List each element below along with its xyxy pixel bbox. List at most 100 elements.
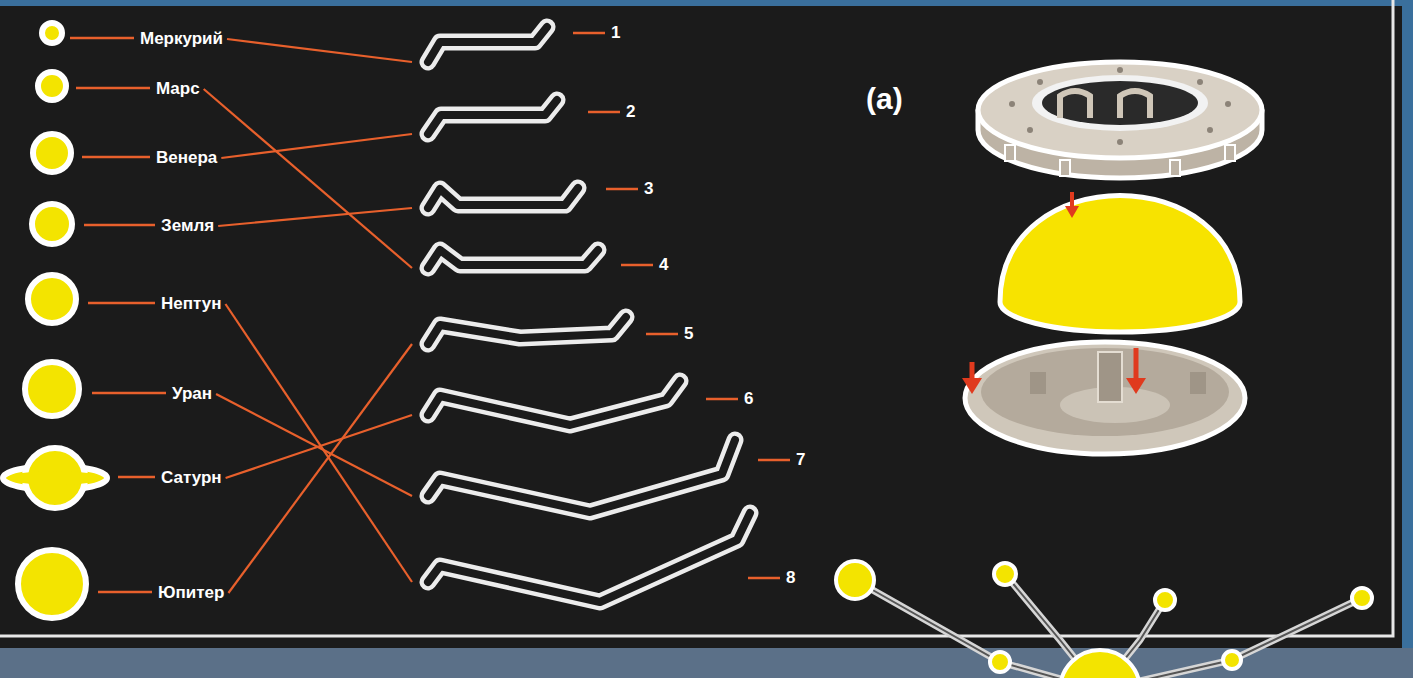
planet-label: Меркурий bbox=[140, 29, 223, 48]
leader-line bbox=[88, 302, 155, 305]
uranus-circle bbox=[25, 362, 79, 416]
callout-leader bbox=[646, 333, 678, 336]
red-arrow bbox=[1070, 192, 1074, 208]
planet-name: Меркурий bbox=[140, 28, 223, 50]
figure-label: (a) bbox=[866, 82, 903, 116]
frame-line bbox=[0, 0, 1393, 636]
ring-inner bbox=[1032, 75, 1208, 131]
rod-outline bbox=[428, 250, 598, 268]
wire-rod: 8 bbox=[412, 499, 814, 616]
base-inner bbox=[981, 348, 1229, 436]
planet-name: Марс bbox=[156, 78, 200, 100]
rod-inner bbox=[428, 513, 750, 602]
sun-hemisphere bbox=[1000, 196, 1240, 333]
wire-rod: 2 bbox=[412, 86, 654, 148]
rod-inner bbox=[428, 27, 547, 62]
red-arrow-head bbox=[1126, 378, 1146, 394]
connector-line bbox=[218, 208, 412, 226]
callout-number: 8 bbox=[786, 567, 795, 589]
connector-line bbox=[226, 415, 412, 478]
planet-name: Земля bbox=[161, 215, 214, 237]
leader-line bbox=[82, 156, 150, 159]
callout-number: 2 bbox=[626, 101, 635, 123]
planet-label: Марс bbox=[156, 79, 200, 98]
planet-name: Нептун bbox=[161, 293, 221, 315]
callout-leader bbox=[621, 264, 653, 267]
planet-name: Уран bbox=[172, 383, 212, 405]
leader-line bbox=[84, 224, 155, 227]
leader-line bbox=[92, 392, 166, 395]
leader-line bbox=[76, 87, 150, 90]
wire-rod: 6 bbox=[412, 367, 772, 439]
callout-number: 7 bbox=[796, 449, 805, 471]
planet-label: Нептун bbox=[161, 294, 221, 313]
planet-label: Венера bbox=[156, 148, 217, 167]
connector-line bbox=[216, 394, 412, 496]
mars-circle bbox=[38, 72, 66, 100]
ring-legs bbox=[1005, 145, 1235, 176]
callout-leader bbox=[758, 459, 790, 462]
planet-name: Венера bbox=[156, 147, 217, 169]
base-pin bbox=[1190, 372, 1206, 394]
rod-inner bbox=[428, 188, 578, 208]
planet-circles bbox=[3, 23, 107, 618]
base-plate bbox=[965, 342, 1245, 454]
planet-label: Юпитер bbox=[158, 583, 224, 602]
callout-number: 1 bbox=[611, 22, 620, 44]
rod-inner bbox=[428, 100, 557, 134]
base-pin bbox=[1030, 372, 1046, 394]
connector-line bbox=[204, 89, 412, 268]
connector-line bbox=[221, 134, 412, 158]
top-ring bbox=[978, 62, 1262, 158]
rod-shape bbox=[412, 426, 824, 526]
callout-leader bbox=[588, 111, 620, 114]
neptune-circle bbox=[28, 275, 76, 323]
rod-shape bbox=[412, 163, 672, 222]
planet-label: Земля bbox=[161, 216, 214, 235]
red-arrow-head bbox=[1065, 206, 1079, 218]
earth-circle bbox=[32, 204, 72, 244]
rod-shape bbox=[412, 236, 687, 291]
rod-shape bbox=[412, 303, 712, 360]
jupiter-circle bbox=[18, 550, 86, 618]
rod-inner bbox=[428, 440, 735, 512]
rod-outline bbox=[428, 440, 735, 512]
planet-name: Юпитер bbox=[158, 582, 224, 604]
connector-line bbox=[227, 39, 412, 62]
rod-outline bbox=[428, 27, 547, 62]
rod-outline bbox=[428, 188, 578, 208]
callout-leader bbox=[706, 398, 738, 401]
panel bbox=[0, 6, 1402, 648]
callout-leader bbox=[573, 32, 605, 35]
sun-arms bbox=[836, 561, 1372, 678]
wire-rod: 1 bbox=[412, 7, 639, 76]
rod-outline bbox=[428, 317, 626, 344]
wire-rod: 3 bbox=[412, 163, 672, 222]
red-arrow bbox=[1134, 348, 1139, 380]
rod-shape bbox=[412, 7, 639, 76]
callout-leader bbox=[606, 188, 638, 191]
base-post bbox=[1098, 352, 1122, 402]
rod-inner bbox=[428, 250, 598, 268]
rod-outline bbox=[428, 513, 750, 602]
ring-hole bbox=[1042, 81, 1198, 125]
callout-number: 4 bbox=[659, 254, 668, 276]
leader-line bbox=[118, 476, 155, 479]
rod-inner bbox=[428, 381, 680, 425]
planet-label: Уран bbox=[172, 384, 212, 403]
callout-number: 5 bbox=[684, 323, 693, 345]
wire-rod: 4 bbox=[412, 236, 687, 291]
planet-name: Сатурн bbox=[161, 467, 222, 489]
rod-shape bbox=[412, 86, 654, 148]
red-arrow bbox=[970, 362, 975, 380]
rod-outline bbox=[428, 381, 680, 425]
figure-label-text: (a) bbox=[866, 82, 903, 115]
mercury-circle bbox=[42, 23, 62, 43]
rod-shape bbox=[412, 367, 772, 439]
connector-line bbox=[225, 304, 412, 582]
photo-edge bbox=[0, 648, 1413, 678]
callout-leader bbox=[748, 577, 780, 580]
leader-line bbox=[70, 37, 134, 40]
planet-label: Сатурн bbox=[161, 468, 222, 487]
